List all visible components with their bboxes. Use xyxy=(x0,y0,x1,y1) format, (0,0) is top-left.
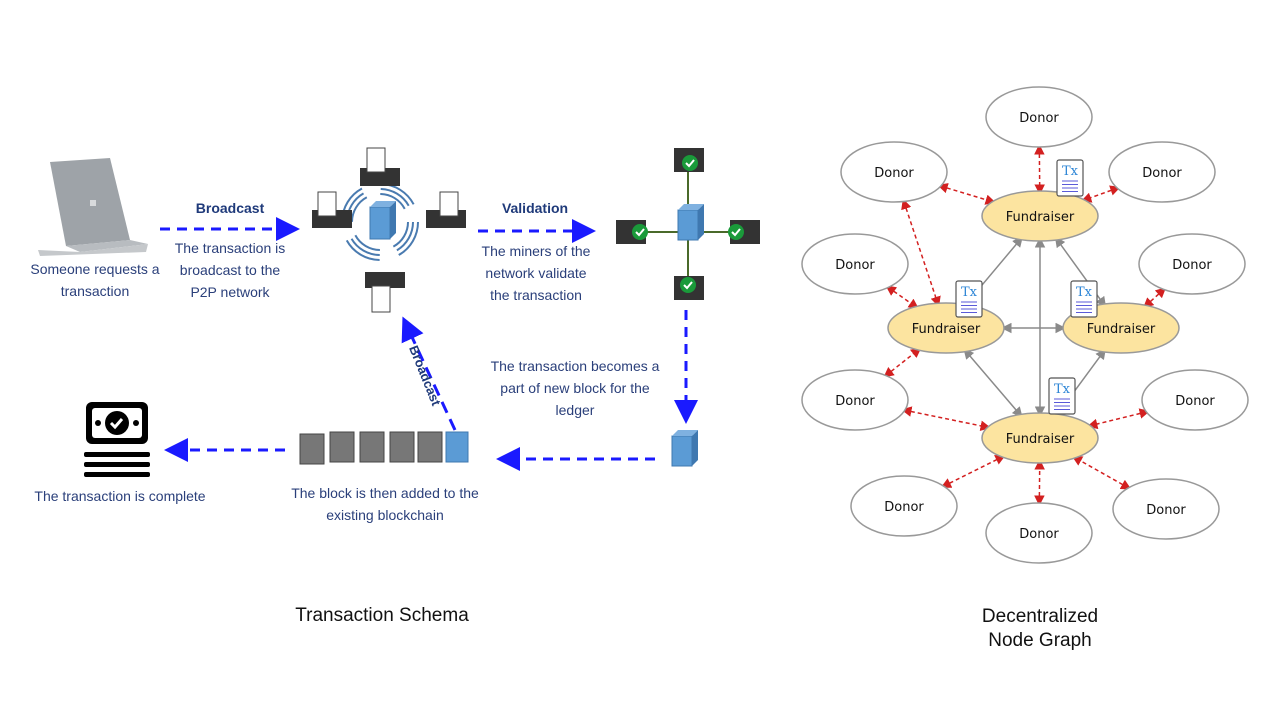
donor-edge xyxy=(1086,408,1151,430)
tx-document-icon xyxy=(1056,159,1084,197)
check-icon xyxy=(632,155,744,293)
tx-document-icon xyxy=(955,280,983,318)
donor-edge xyxy=(885,285,920,310)
fundraiser-label: Fundraiser xyxy=(1006,210,1075,225)
donor-edge xyxy=(940,455,1006,488)
donor-edge xyxy=(937,183,996,205)
donor-label: Donor xyxy=(835,394,875,409)
donor-label: Donor xyxy=(1172,258,1212,273)
p2p-network xyxy=(341,183,419,261)
donor-label: Donor xyxy=(1146,503,1186,518)
donor-label: Donor xyxy=(1019,527,1059,542)
donor-node xyxy=(1108,141,1216,203)
money-check-icon xyxy=(84,402,150,477)
rebroadcast-arrow xyxy=(401,316,457,431)
fundraiser-label: Fundraiser xyxy=(912,322,981,337)
validation-desc: The miners of the network validate the t… xyxy=(481,243,591,303)
donor-edge xyxy=(1142,287,1167,309)
tx-document-icon xyxy=(1048,377,1076,415)
laptop-icon xyxy=(38,158,148,256)
broadcast-label: Broadcast xyxy=(195,200,265,216)
donor-edge xyxy=(1080,185,1121,203)
donor-label: Donor xyxy=(874,166,914,181)
donor-label: Donor xyxy=(1175,394,1215,409)
donor-label: Donor xyxy=(1019,111,1059,126)
donor-node xyxy=(985,86,1093,148)
new-block-text: The transaction becomes a part of new bl… xyxy=(490,358,660,418)
fundraiser-label: Fundraiser xyxy=(1006,432,1075,447)
left-caption: Transaction Schema xyxy=(295,605,469,626)
donor-node xyxy=(801,233,909,295)
validation-label: Validation xyxy=(501,200,569,216)
donor-label: Donor xyxy=(835,258,875,273)
donor-node xyxy=(850,475,958,537)
donor-label: Donor xyxy=(1142,166,1182,181)
broadcast-desc: The transaction is broadcast to the P2P … xyxy=(174,240,286,300)
validated-network xyxy=(616,148,760,300)
tx-document-icon xyxy=(1070,280,1098,318)
tx-label: Tx xyxy=(1054,382,1071,397)
donor-node xyxy=(985,502,1093,564)
donor-node xyxy=(1138,233,1246,295)
donor-edge xyxy=(883,347,922,378)
right-caption-line1: Decentralized xyxy=(981,606,1099,627)
complete-text: The transaction is complete xyxy=(34,488,206,504)
fundraiser-node xyxy=(981,190,1099,242)
new-block-cube xyxy=(671,430,698,467)
donor-node xyxy=(1112,478,1220,540)
tx-label: Tx xyxy=(1076,285,1093,300)
fundraiser-node xyxy=(981,412,1099,464)
donor-node xyxy=(801,369,909,431)
donor-edge xyxy=(901,406,991,431)
tx-label: Tx xyxy=(1062,164,1079,179)
donor-edge xyxy=(1071,455,1132,490)
donor-node xyxy=(840,141,948,203)
server-icon xyxy=(312,147,466,313)
donor-node xyxy=(1141,369,1249,431)
donor-label: Donor xyxy=(884,500,924,515)
request-text: Someone requests a transaction xyxy=(30,261,160,299)
tx-label: Tx xyxy=(961,285,978,300)
donor-edge xyxy=(901,198,941,308)
peer-edge xyxy=(963,348,1023,418)
fundraiser-label: Fundraiser xyxy=(1087,322,1156,337)
blockchain xyxy=(299,431,469,465)
right-caption-line2: Node Graph xyxy=(988,630,1092,651)
added-text: The block is then added to the existing … xyxy=(291,485,479,523)
